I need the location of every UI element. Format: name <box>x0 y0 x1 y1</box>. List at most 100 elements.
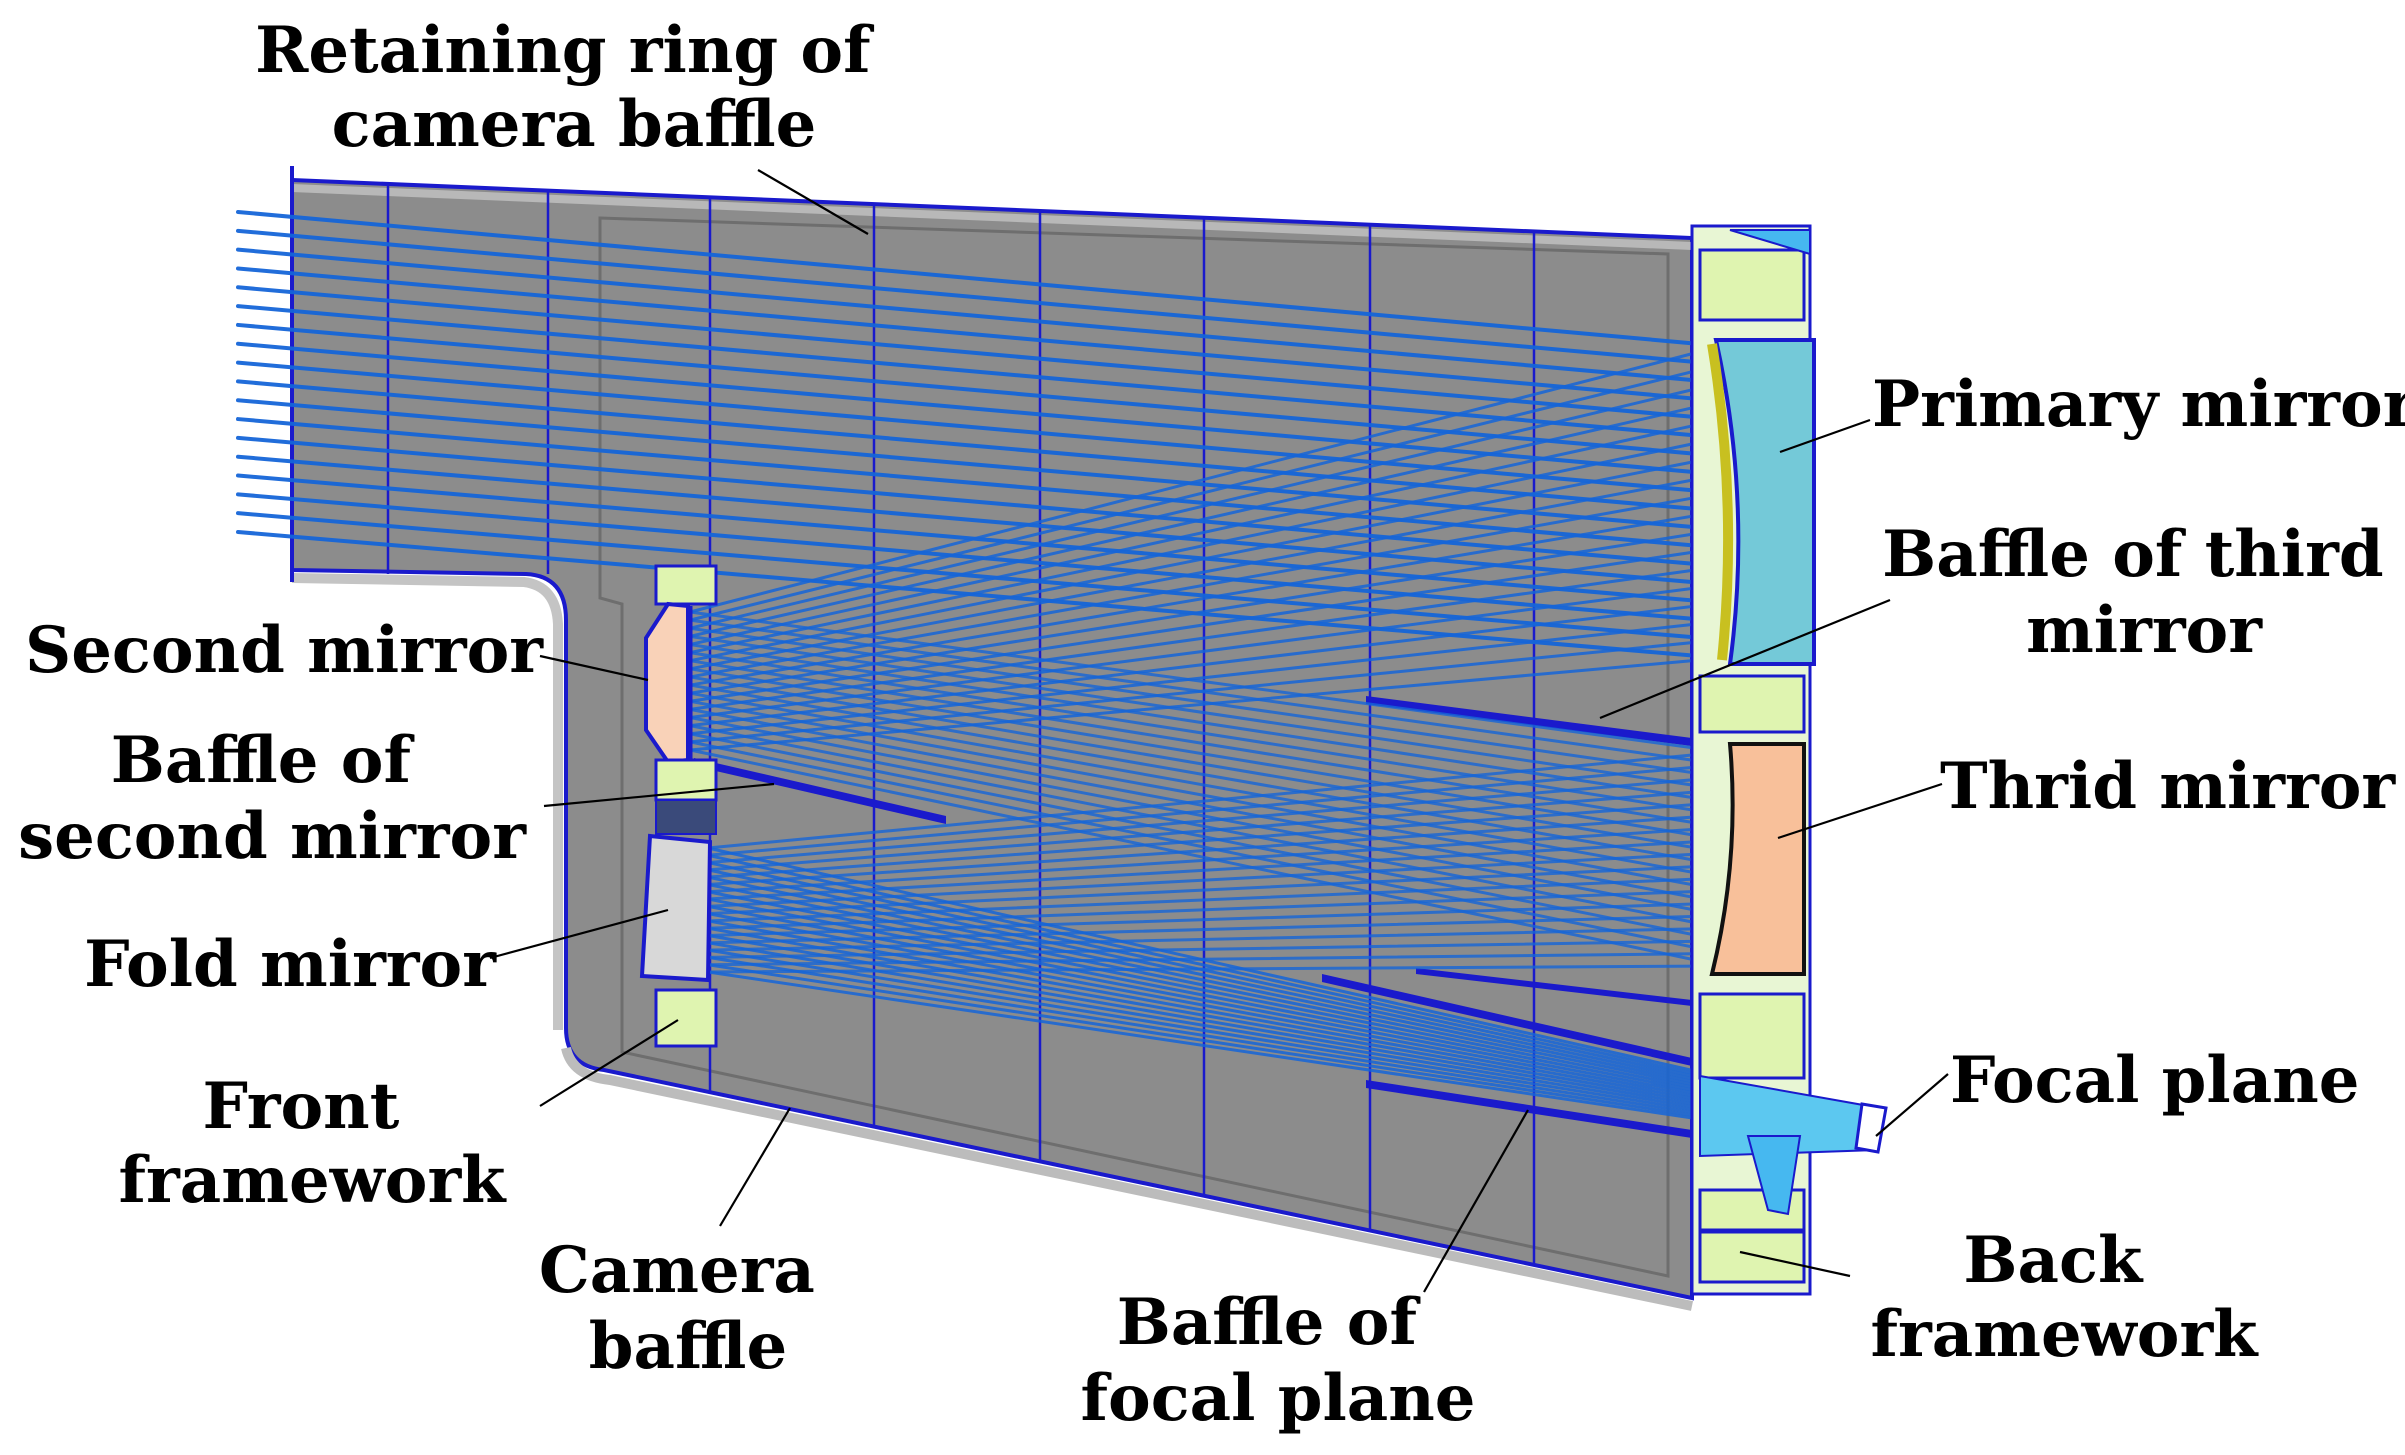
light-ray <box>706 876 1726 923</box>
light-ray <box>688 509 1724 687</box>
housing-inner-wall <box>598 216 1670 1278</box>
leader-back-framework <box>1739 1250 1851 1278</box>
light-ray <box>706 912 1870 1130</box>
light-ray <box>688 362 1724 622</box>
baffle-of-focal-plane-upper <box>1322 974 1692 1066</box>
mount-block <box>1698 248 1806 322</box>
secondary-baffle-block <box>655 799 717 835</box>
light-ray <box>236 341 1724 477</box>
label-baffle-focal-plane: Baffle of focal plane <box>1080 1285 1475 1436</box>
light-ray <box>706 838 1726 901</box>
light-ray <box>688 638 1724 744</box>
baffle-of-second-mirror-vane <box>694 758 946 824</box>
mount-block <box>1698 992 1806 1080</box>
light-ray <box>236 228 1724 367</box>
leader-third-mirror <box>1777 782 1943 840</box>
ray-bundles <box>236 210 1870 1146</box>
housing-top-rim <box>291 184 1693 250</box>
light-ray <box>688 656 1724 752</box>
light-ray <box>706 963 1870 1144</box>
label-focal-plane: Focal plane <box>1950 1043 2359 1118</box>
light-ray <box>236 417 1724 550</box>
light-ray <box>688 667 1726 842</box>
label-retaining-ring: Retaining ring of camera baffle <box>255 13 893 162</box>
second-mirror <box>644 601 690 765</box>
mount-block <box>1698 1230 1806 1284</box>
light-ray <box>236 511 1724 642</box>
third-mirror <box>1709 742 1806 976</box>
light-ray <box>706 934 1870 1136</box>
light-ray <box>688 748 1726 968</box>
light-ray <box>706 919 1870 1132</box>
focal-plane-mount <box>1746 1135 1802 1216</box>
leader-lines <box>489 169 1949 1293</box>
focal-plane-detector <box>1854 1102 1888 1154</box>
housing-step-rim <box>291 573 563 1030</box>
light-ray <box>706 970 1870 1146</box>
leader-camera-baffle <box>719 1107 791 1227</box>
baffle-inner-vane <box>1416 968 1692 1006</box>
light-ray <box>706 750 1726 850</box>
housing-bottom-rim <box>561 1046 1694 1311</box>
light-ray <box>706 964 1726 974</box>
label-front-framework: Front framework <box>119 1069 508 1218</box>
light-ray <box>236 454 1724 587</box>
light-ray <box>688 716 1726 918</box>
light-ray <box>688 740 1726 955</box>
light-ray <box>236 360 1724 495</box>
light-ray <box>236 247 1724 385</box>
leader-focal-plane <box>1875 1073 1949 1137</box>
light-ray <box>688 707 1726 905</box>
back-framework-assembly <box>1690 224 1888 1296</box>
light-ray <box>688 472 1724 671</box>
light-ray <box>688 417 1724 646</box>
light-ray <box>236 473 1724 605</box>
light-ray <box>706 901 1726 938</box>
light-ray <box>236 492 1724 624</box>
light-ray <box>706 846 1870 1112</box>
light-ray <box>236 322 1724 459</box>
light-ray <box>706 939 1726 959</box>
primary-mirror <box>1713 338 1816 666</box>
light-ray <box>706 853 1870 1114</box>
front-framework-assembly <box>639 564 718 1048</box>
light-ray <box>236 398 1724 532</box>
label-fold-mirror: Fold mirror <box>84 927 497 1002</box>
label-baffle-second-mirror: Baffle of second mirror <box>18 723 527 874</box>
label-baffle-third-mirror: Baffle of third mirror <box>1882 517 2405 668</box>
light-ray <box>706 875 1870 1120</box>
label-back-framework: Back framework <box>1871 1223 2260 1372</box>
light-ray <box>236 285 1724 422</box>
light-ray <box>706 948 1870 1140</box>
light-ray <box>688 528 1724 695</box>
light-ray <box>688 436 1724 655</box>
light-ray <box>688 699 1726 892</box>
light-ray <box>688 619 1724 736</box>
leader-fold-mirror <box>489 908 669 960</box>
baffle-of-focal-plane-lower <box>1366 1080 1692 1138</box>
light-ray <box>706 763 1726 857</box>
light-ray <box>706 851 1726 908</box>
light-ray <box>236 530 1724 660</box>
light-ray <box>688 642 1726 804</box>
light-ray <box>688 546 1724 703</box>
internal-baffles <box>694 696 1692 1138</box>
leader-baffle-second-mirror <box>543 782 775 808</box>
leader-baffle-focal-plane <box>1423 1109 1529 1293</box>
light-ray <box>688 634 1726 792</box>
light-ray <box>688 618 1726 767</box>
light-ray <box>688 724 1726 930</box>
label-primary-mirror: Primary mirror <box>1872 367 2405 442</box>
leader-second-mirror <box>539 654 649 682</box>
light-ray <box>688 491 1724 679</box>
leader-front-framework <box>539 1019 679 1107</box>
light-ray <box>706 868 1870 1118</box>
primary-mirror-edge <box>1707 343 1734 661</box>
light-ray <box>706 951 1726 967</box>
light-ray <box>236 266 1724 404</box>
label-second-mirror: Second mirror <box>25 613 544 688</box>
baffle-of-third-mirror-vane <box>1366 696 1692 746</box>
light-ray <box>706 955 1870 1142</box>
light-ray <box>706 775 1726 865</box>
